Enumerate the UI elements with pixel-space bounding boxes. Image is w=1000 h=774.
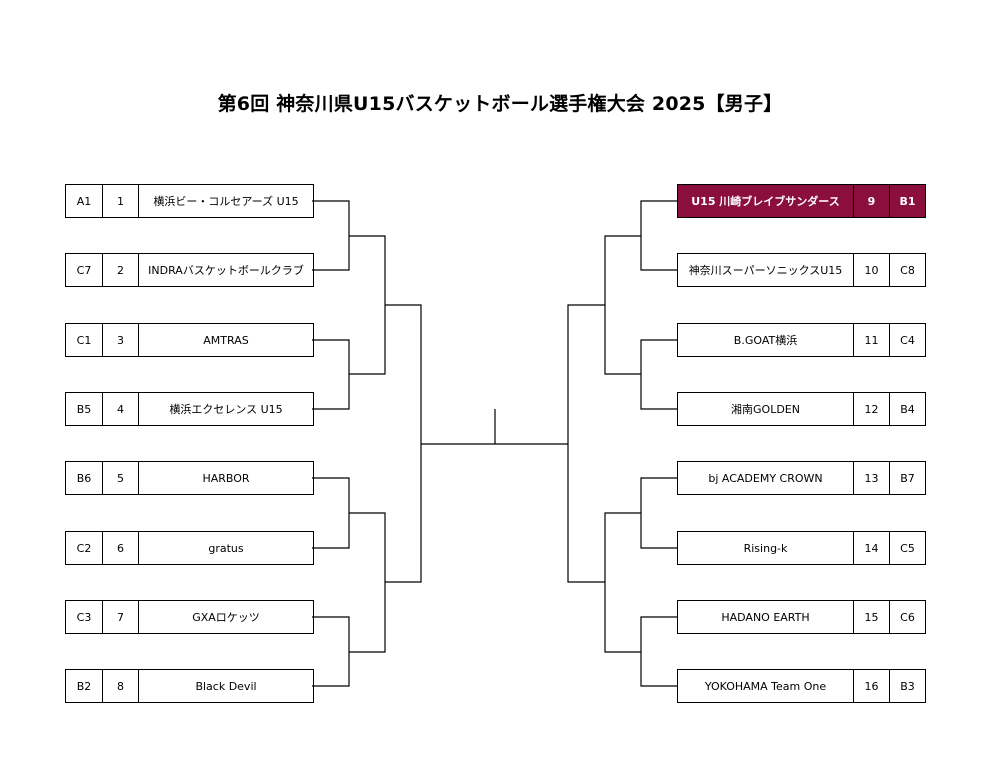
left-bracket-row: B5 4 横浜エクセレンス U15	[65, 392, 314, 426]
seed-label: C6	[889, 601, 925, 633]
draw-number: 10	[853, 254, 889, 286]
draw-number: 2	[102, 254, 138, 286]
right-bracket-row: 神奈川スーパーソニックスU15 10 C8	[677, 253, 926, 287]
seed-label: C5	[889, 532, 925, 564]
right-bracket-row: B.GOAT横浜 11 C4	[677, 323, 926, 357]
right-semi-connector	[567, 304, 605, 583]
seed-label: C4	[889, 324, 925, 356]
team-name: Black Devil	[138, 670, 313, 702]
left-r2-connector	[349, 235, 386, 375]
seed-label: C3	[76, 610, 92, 624]
team-name: Rising-k	[743, 541, 788, 555]
tournament-title: 第6回 神奈川県U15バスケットボール選手権大会 2025【男子】	[217, 93, 783, 115]
seed-label: B3	[889, 670, 925, 702]
seed-label: B6	[76, 471, 92, 485]
right-bracket-row-highlighted: U15 川崎ブレイブサンダース 9 B1	[677, 184, 926, 218]
draw-number: 5	[102, 462, 138, 494]
draw-number: 16	[853, 670, 889, 702]
seed-label: C1	[76, 333, 92, 347]
seed-label: B5	[76, 402, 92, 416]
draw-number: 15	[853, 601, 889, 633]
right-bracket-row: bj ACADEMY CROWN 13 B7	[677, 461, 926, 495]
draw-number: 1	[102, 185, 138, 217]
left-r1-connector	[312, 477, 350, 549]
seed-label: B1	[889, 185, 925, 217]
team-name: INDRAバスケットボールクラブ	[138, 254, 313, 286]
team-name: YOKOHAMA Team One	[704, 679, 827, 693]
left-r1-connector	[312, 200, 350, 271]
left-bracket-row: C1 3 AMTRAS	[65, 323, 314, 357]
draw-number: 6	[102, 532, 138, 564]
right-r1-connector	[640, 477, 677, 549]
right-r1-connector	[640, 339, 677, 410]
team-name: 横浜エクセレンス U15	[138, 393, 313, 425]
draw-number: 12	[853, 393, 889, 425]
right-bracket-row: YOKOHAMA Team One 16 B3	[677, 669, 926, 703]
left-r1-connector	[312, 339, 350, 410]
team-name: 横浜ビー・コルセアーズ U15	[138, 185, 313, 217]
seed-label: B4	[889, 393, 925, 425]
right-bracket-row: 湘南GOLDEN 12 B4	[677, 392, 926, 426]
team-name: GXAロケッツ	[138, 601, 313, 633]
team-name: U15 川崎ブレイブサンダース	[691, 195, 840, 208]
right-bracket-row: Rising-k 14 C5	[677, 531, 926, 565]
team-name: AMTRAS	[138, 324, 313, 356]
seed-label: A1	[76, 194, 92, 208]
right-r2-connector	[604, 235, 641, 375]
draw-number: 7	[102, 601, 138, 633]
left-r1-connector	[312, 616, 350, 687]
team-name: 湘南GOLDEN	[731, 403, 800, 416]
draw-number: 9	[853, 185, 889, 217]
team-name: HARBOR	[138, 462, 313, 494]
left-r2-connector	[349, 512, 386, 653]
seed-label: C8	[889, 254, 925, 286]
left-bracket-row: B2 8 Black Devil	[65, 669, 314, 703]
draw-number: 4	[102, 393, 138, 425]
left-bracket-row: C2 6 gratus	[65, 531, 314, 565]
draw-number: 3	[102, 324, 138, 356]
draw-number: 8	[102, 670, 138, 702]
right-bracket-row: HADANO EARTH 15 C6	[677, 600, 926, 634]
right-r1-connector	[640, 616, 677, 687]
draw-number: 11	[853, 324, 889, 356]
draw-number: 13	[853, 462, 889, 494]
team-name: B.GOAT横浜	[733, 334, 798, 347]
seed-label: B2	[76, 679, 92, 693]
seed-label: C7	[76, 263, 92, 277]
seed-label: B7	[889, 462, 925, 494]
left-bracket-row: C3 7 GXAロケッツ	[65, 600, 314, 634]
left-semi-connector	[385, 304, 422, 583]
right-r1-connector	[640, 200, 677, 271]
left-bracket-row: B6 5 HARBOR	[65, 461, 314, 495]
draw-number: 14	[853, 532, 889, 564]
team-name: gratus	[138, 532, 313, 564]
team-name: bj ACADEMY CROWN	[708, 471, 823, 485]
team-name: HADANO EARTH	[721, 610, 810, 624]
right-r2-connector	[604, 512, 641, 653]
seed-label: C2	[76, 541, 92, 555]
team-name: 神奈川スーパーソニックスU15	[688, 264, 843, 277]
